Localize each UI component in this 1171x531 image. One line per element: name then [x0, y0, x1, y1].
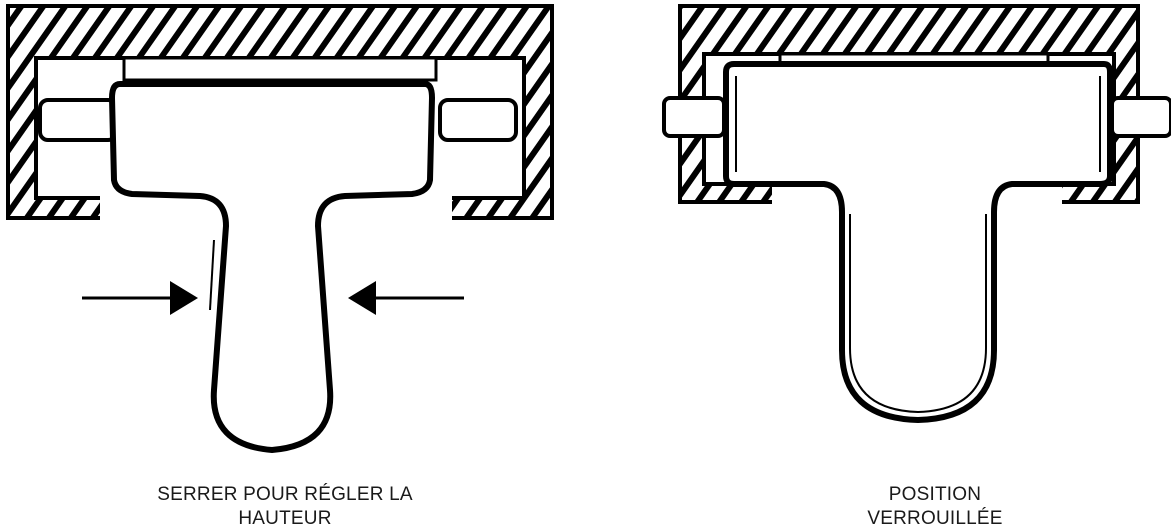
caption-left-line2: HAUTEUR: [238, 508, 332, 529]
left-side-pins: [38, 98, 518, 142]
left-figure-adjusting: [6, 4, 554, 454]
caption-right-line2: VERROUILLÉE: [867, 508, 1003, 529]
caption-left-line1: SERRER POUR RÉGLER LA: [157, 484, 413, 505]
left-press-arrow: [82, 281, 198, 315]
caption-right-line1: POSITION: [888, 484, 982, 505]
right-figure-locked: [662, 4, 1171, 424]
right-spring-clip: [723, 61, 1113, 424]
left-spring-clip: [108, 81, 436, 454]
caption-adjust-height: SERRER POUR RÉGLER LA HAUTEUR: [110, 483, 460, 531]
caption-locked-position: POSITION VERROUILLÉE: [760, 483, 1110, 531]
right-press-arrow: [348, 281, 464, 315]
